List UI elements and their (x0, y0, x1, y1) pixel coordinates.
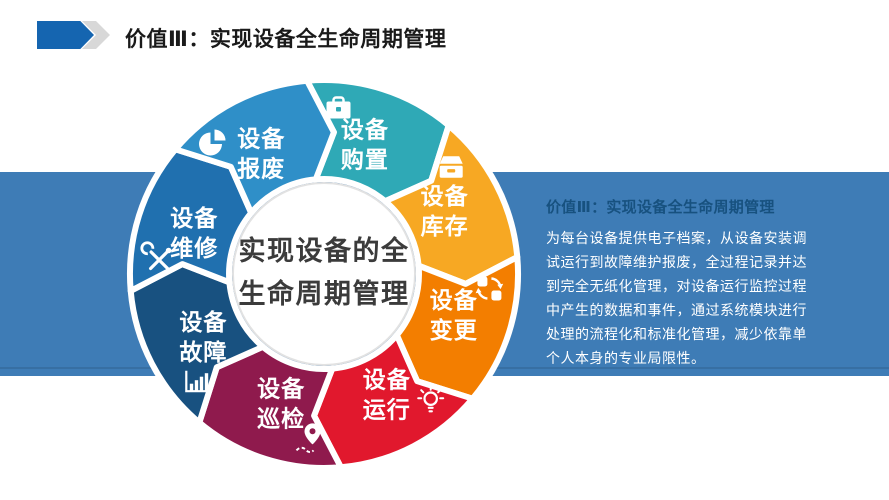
wheel-segment-change: 设备 变更 (393, 254, 521, 402)
inventory-label-line2: 库存 (421, 213, 469, 239)
sync-arrows-icon (475, 276, 504, 301)
failure-label-line2: 故障 (179, 339, 227, 365)
inspection-label-line1: 设备 (257, 376, 305, 402)
lightbulb-icon (417, 385, 445, 413)
wheel-segment-scrap: 设备 报废 (172, 77, 337, 216)
slide-title: 价值Ⅲ：实现设备全生命周期管理 (125, 28, 447, 51)
inspection-label-line2: 巡检 (257, 406, 305, 432)
maintenance-label-line1: 设备 (170, 205, 218, 231)
bar-chart-icon (185, 370, 209, 393)
change-label-line1: 设备 (430, 287, 478, 313)
purchase-label-line1: 设备 (341, 116, 389, 142)
storage-box-icon (439, 156, 463, 178)
scrap-label-line1: 设备 (237, 125, 285, 151)
wheel-center-circle (232, 182, 416, 366)
panel-heading: 价值Ⅲ：实现设备全生命周期管理 (546, 199, 775, 216)
failure-label-line1: 设备 (179, 309, 227, 335)
maintenance-label-line2: 维修 (170, 235, 218, 261)
title-arrow-marker (37, 21, 94, 49)
scrap-label-line2: 报废 (237, 155, 285, 181)
tools-icon (140, 241, 172, 271)
pie-chart-icon (199, 129, 226, 156)
briefcase-icon (326, 96, 351, 119)
center-text-line1: 实现设备的全 (239, 235, 410, 266)
scrap-segment-shape (172, 77, 337, 216)
wheel-segment-inspection: 设备 巡检 (196, 343, 344, 471)
location-pin-icon (295, 423, 321, 454)
inventory-label-line1: 设备 (421, 183, 469, 209)
operation-label-line1: 设备 (363, 367, 411, 393)
wheel-segment-inventory: 设备 库存 (382, 122, 521, 287)
panel-body-text: 为每台设备提供电子档案，从设备安装调 试运行到故障维护报废，全过程记录并达 到完… (546, 230, 807, 366)
change-label-line2: 变更 (430, 317, 478, 343)
operation-label-line2: 运行 (363, 397, 411, 423)
center-text-line2: 生命周期管理 (239, 278, 410, 309)
value-panel: 价值Ⅲ：实现设备全生命周期管理 为每台设备提供电子档案，从设备安装调 试运行到故… (546, 196, 856, 370)
purchase-label-line2: 购置 (341, 146, 389, 172)
wheel-segment-maintenance: 设备 维修 (127, 146, 255, 294)
